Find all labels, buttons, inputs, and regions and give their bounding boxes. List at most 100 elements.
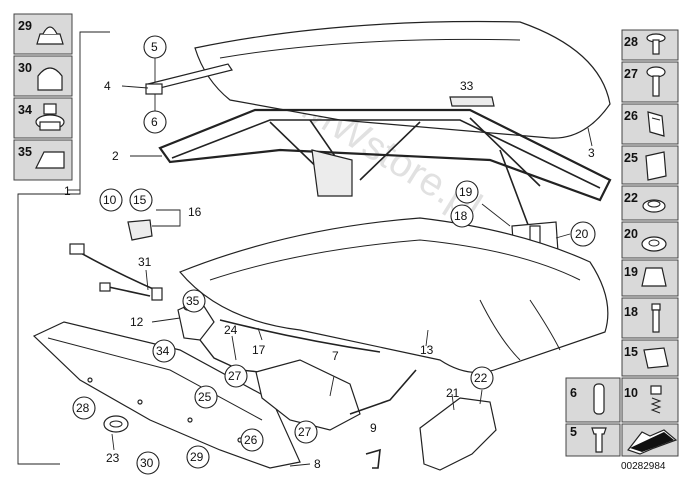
callout-10: 10 — [103, 193, 117, 207]
grommet-icon — [641, 236, 667, 252]
seal-strip — [219, 319, 381, 353]
callout-circle-22[interactable] — [470, 366, 494, 390]
callout-13[interactable]: 13 — [420, 343, 434, 357]
cover-crease — [219, 38, 521, 59]
connector-31c — [151, 287, 163, 301]
callout-24[interactable]: 24 — [224, 323, 238, 337]
callout-1[interactable]: 1 — [64, 184, 71, 198]
right-cell-15[interactable] — [621, 339, 679, 377]
bolt-shank — [652, 309, 660, 333]
bolt-head-icon — [651, 303, 661, 311]
callout-6: 6 — [151, 115, 158, 129]
lead-22 — [479, 389, 483, 405]
connector-31 — [69, 243, 85, 255]
plug-cap-icon — [35, 151, 65, 169]
hex-nut-icon — [641, 267, 667, 287]
callout-8[interactable]: 8 — [314, 457, 321, 471]
left-label-34: 34 — [18, 103, 32, 117]
lower-trim — [32, 321, 301, 469]
bottom-label-5: 5 — [570, 425, 577, 439]
lead-8 — [289, 463, 311, 467]
frame-bows — [269, 117, 541, 231]
callout-12[interactable]: 12 — [130, 315, 144, 329]
callout-circle-26[interactable] — [240, 428, 264, 452]
plug-inner — [647, 200, 661, 208]
callout-circle-35[interactable] — [182, 289, 206, 313]
callout-17[interactable]: 17 — [252, 343, 266, 357]
callout-28: 28 — [76, 401, 90, 415]
right-label-10: 10 — [624, 386, 638, 400]
strap-end — [145, 83, 163, 95]
callout-27b: 27 — [298, 425, 312, 439]
spring-cap-icon — [650, 385, 662, 395]
callout-9[interactable]: 9 — [370, 421, 377, 435]
callout-circle-30[interactable] — [136, 451, 160, 475]
callout-2[interactable]: 2 — [112, 149, 119, 163]
callout-circle-34[interactable] — [152, 339, 176, 363]
image-code: 00282984 — [621, 461, 666, 472]
callout-15: 15 — [133, 193, 147, 207]
callout-20: 20 — [575, 227, 589, 241]
spring-coil — [650, 397, 662, 414]
lead-7 — [329, 375, 335, 397]
grommet-inner — [648, 239, 660, 247]
right-cell-10[interactable] — [621, 377, 679, 423]
callout-26: 26 — [244, 433, 258, 447]
lead-23 — [111, 433, 115, 451]
callout-4[interactable]: 4 — [104, 79, 111, 93]
grommet-23 — [103, 415, 129, 433]
callout-19: 19 — [459, 185, 473, 199]
trim-edge — [47, 337, 263, 421]
callout-7[interactable]: 7 — [332, 349, 339, 363]
lead-13 — [425, 329, 429, 347]
right-label-15: 15 — [624, 345, 638, 359]
right-cell-18[interactable] — [621, 297, 679, 339]
callout-circle-19[interactable] — [455, 180, 479, 204]
bottom-cell-6[interactable] — [565, 377, 621, 423]
callout-3[interactable]: 3 — [588, 146, 595, 160]
soft-top-crease — [209, 239, 581, 281]
callout-circle-18[interactable] — [450, 204, 474, 228]
lead-21 — [451, 393, 455, 411]
callout-circle-6[interactable] — [143, 110, 167, 134]
callout-circle-10[interactable] — [99, 188, 123, 212]
callout-31[interactable]: 31 — [138, 255, 152, 269]
lead-12 — [151, 317, 181, 323]
lead-17 — [257, 327, 263, 341]
stud-base — [39, 121, 61, 131]
callout-22: 22 — [474, 371, 488, 385]
clip-9 — [365, 448, 381, 469]
callout-circle-28[interactable] — [72, 396, 96, 420]
callout-circle-15[interactable] — [129, 188, 153, 212]
callout-circle-5[interactable] — [143, 35, 167, 59]
callout-21[interactable]: 21 — [446, 386, 460, 400]
left-parts-column: 29 30 34 35 — [13, 13, 73, 181]
pad-part-15 — [127, 219, 153, 241]
soft-top-folds — [479, 299, 561, 361]
connector-31b — [99, 282, 111, 292]
cable-31b — [103, 285, 151, 297]
callout-circle-29[interactable] — [186, 445, 210, 469]
trim-hole-2 — [137, 399, 143, 405]
callout-circle-25[interactable] — [194, 385, 218, 409]
lead-3 — [587, 127, 593, 147]
leader-lines — [111, 58, 593, 467]
right-label-28: 28 — [624, 35, 638, 49]
callout-circle-20[interactable] — [570, 221, 596, 247]
label-33 — [449, 96, 495, 107]
callout-23[interactable]: 23 — [106, 451, 120, 465]
callout-29: 29 — [190, 450, 204, 464]
right-label-20: 20 — [624, 227, 638, 241]
callout-18: 18 — [454, 209, 468, 223]
frame-panel — [311, 149, 353, 197]
trim-hole-3 — [187, 417, 193, 423]
arrow-fill — [630, 432, 674, 452]
right-label-25: 25 — [624, 151, 638, 165]
callout-circle-27a[interactable] — [224, 364, 248, 388]
callout-circle-27b[interactable] — [294, 420, 318, 444]
bottom-label-6: 6 — [570, 386, 577, 400]
callout-33[interactable]: 33 — [460, 79, 474, 93]
lead-4 — [121, 85, 149, 89]
callout-16[interactable]: 16 — [188, 205, 202, 219]
lead-31 — [145, 269, 149, 291]
